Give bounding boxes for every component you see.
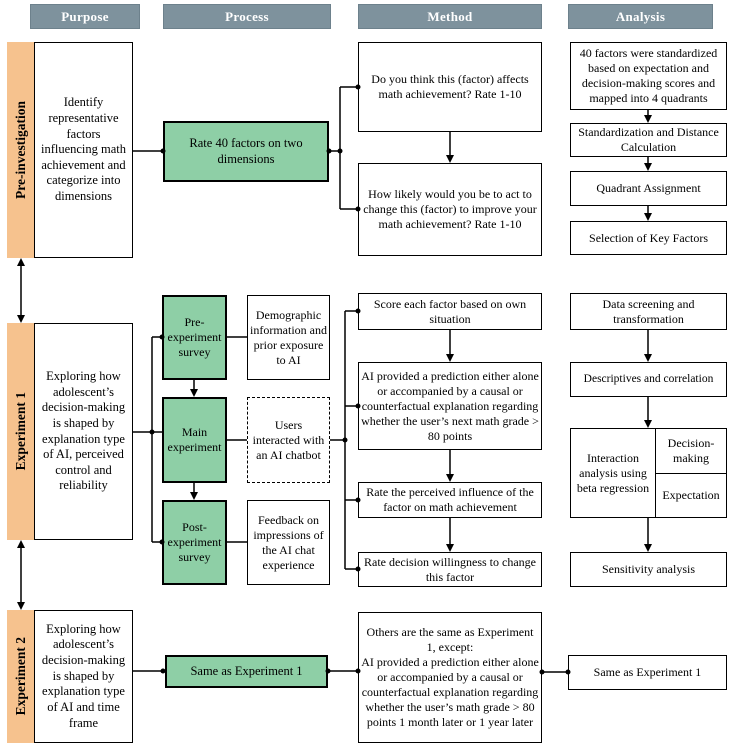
experiment-2-analysis-box: Same as Experiment 1 <box>568 655 727 690</box>
pre-investigation-analysis-box-4: Selection of Key Factors <box>570 221 727 255</box>
arrow-up-icon <box>17 540 25 548</box>
arrow-down-icon <box>17 315 25 323</box>
row-label-text: Experiment 2 <box>12 637 28 716</box>
experiment-1-method-box-1: Score each factor based on own situation <box>358 293 542 330</box>
experiment-1-detail-post-survey: Feedback on impressions of the AI chat e… <box>247 500 330 585</box>
pre-investigation-analysis-box-3: Quadrant Assignment <box>570 171 727 206</box>
row-label-pre-investigation: Pre-investigation <box>7 42 34 258</box>
pre-investigation-process-box: Rate 40 factors on two dimensions <box>163 121 329 182</box>
arrow-down-icon <box>644 213 652 221</box>
experiment-2-process-box: Same as Experiment 1 <box>165 655 328 688</box>
arrow-down-icon <box>644 354 652 362</box>
experiment-1-analysis-box-4: Sensitivity analysis <box>570 552 727 587</box>
experiment-1-detail-main-experiment: Users interacted with an AI chatbot <box>247 397 330 483</box>
arrow-down-icon <box>446 354 454 362</box>
junction-dot <box>342 437 348 443</box>
junction-dot <box>149 429 155 435</box>
column-header-analysis: Analysis <box>568 4 713 29</box>
row-label-experiment-1: Experiment 1 <box>7 323 34 540</box>
experiment-1-step-pre-survey: Pre-experiment survey <box>162 295 227 380</box>
junction-dot <box>337 148 343 154</box>
experiment-1-step-main-experiment: Main experiment <box>162 397 227 483</box>
experiment-1-method-box-3: Rate the perceived influence of the fact… <box>358 482 542 518</box>
arrow-down-icon <box>644 544 652 552</box>
experiment-1-analysis-box-1: Data screening and transformation <box>570 293 727 330</box>
pre-investigation-analysis-box-2: Standardization and Distance Calculation <box>570 123 727 157</box>
experiment-1-purpose-box: Exploring how adolescent’s decision-maki… <box>34 323 133 540</box>
experiment-2-purpose-box: Exploring how adolescent’s decision-maki… <box>34 610 133 743</box>
experiment-2-method-intro: Others are the same as Experiment 1, exc… <box>366 625 534 654</box>
experiment-1-detail-pre-survey: Demographic information and prior exposu… <box>247 295 330 380</box>
pre-investigation-method-box-1: Do you think this (factor) affects math … <box>358 42 542 132</box>
arrow-down-icon <box>644 163 652 171</box>
experiment-1-method-box-4: Rate decision willingness to change this… <box>358 552 542 587</box>
experiment-1-method-box-2: AI provided a prediction either alone or… <box>358 362 542 450</box>
experiment-2-method-box: Others are the same as Experiment 1, exc… <box>358 612 542 743</box>
arrow-down-icon <box>190 389 198 397</box>
arrow-up-icon <box>17 258 25 266</box>
arrow-down-icon <box>644 115 652 123</box>
arrow-down-icon <box>446 544 454 552</box>
interaction-outcome-decision-making: Decision-making <box>656 429 726 474</box>
arrow-down-icon <box>17 602 25 610</box>
interaction-analysis-cell: Interaction analysis using beta regressi… <box>571 429 656 517</box>
row-label-text: Pre-investigation <box>12 101 28 199</box>
experiment-2-method-body: AI provided a prediction either alone or… <box>361 655 539 729</box>
arrow-down-icon <box>446 155 454 163</box>
row-label-experiment-2: Experiment 2 <box>7 610 34 743</box>
pre-investigation-purpose-box: Identify representative factors influenc… <box>34 42 133 258</box>
column-header-purpose: Purpose <box>30 4 140 29</box>
column-header-method: Method <box>358 4 542 29</box>
arrow-down-icon <box>446 474 454 482</box>
arrow-down-icon <box>190 492 198 500</box>
column-header-process: Process <box>163 4 331 29</box>
pre-investigation-method-box-2: How likely would you be to act to change… <box>358 163 542 256</box>
experiment-1-step-post-survey: Post-experiment survey <box>162 500 227 585</box>
experiment-1-analysis-box-2: Descriptives and correlation <box>570 362 727 397</box>
row-label-text: Experiment 1 <box>12 392 28 471</box>
interaction-outcome-expectation: Expectation <box>662 487 720 502</box>
pre-investigation-analysis-box-1: 40 factors were standardized based on ex… <box>570 42 727 110</box>
arrow-down-icon <box>644 420 652 428</box>
interaction-outcomes: Decision-making Expectation <box>656 429 726 517</box>
experiment-1-analysis-interaction-box: Interaction analysis using beta regressi… <box>570 428 727 518</box>
